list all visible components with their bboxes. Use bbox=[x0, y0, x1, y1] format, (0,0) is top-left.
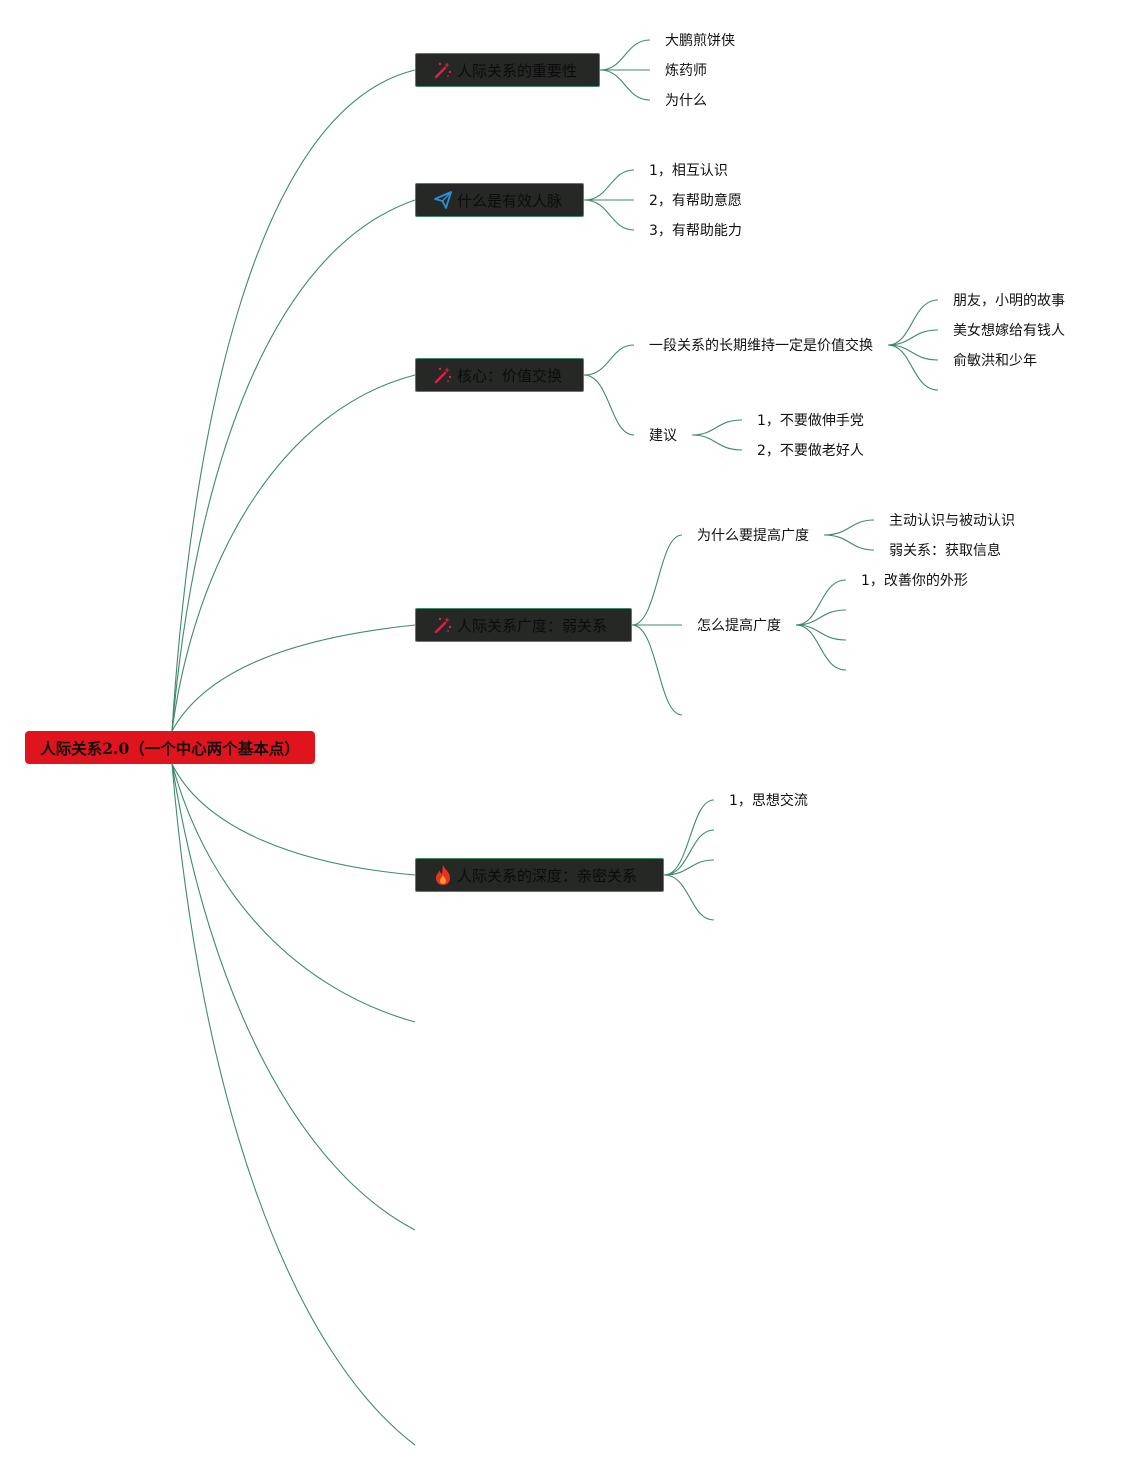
leaf-item[interactable]: 为什么 bbox=[665, 93, 707, 109]
leaf-item[interactable]: 2，不要做老好人 bbox=[757, 443, 864, 459]
magic-wand-icon bbox=[432, 614, 454, 636]
leaf-item[interactable]: 炼药师 bbox=[665, 63, 707, 79]
leaf-item[interactable]: 1，思想交流 bbox=[729, 793, 808, 809]
topic-label: 人际关系广度：弱关系 bbox=[457, 616, 608, 635]
leaf-item[interactable]: 1，不要做伸手党 bbox=[757, 413, 864, 429]
topic-label: 人际关系的重要性 bbox=[457, 61, 578, 80]
leaf-item[interactable]: 3，有帮助能力 bbox=[649, 223, 742, 239]
topic-label: 核心：价值交换 bbox=[457, 366, 563, 385]
root-topic-label: 人际关系2.0（一个中心两个基本点） bbox=[40, 738, 300, 758]
magic-wand-icon bbox=[432, 364, 454, 386]
magic-wand-icon bbox=[432, 59, 454, 81]
topic-core-value-exchange[interactable]: 核心：价值交换 bbox=[415, 358, 584, 392]
leaf-item[interactable]: 美女想嫁给有钱人 bbox=[953, 323, 1065, 339]
root-topic[interactable]: 人际关系2.0（一个中心两个基本点） bbox=[25, 731, 315, 764]
subtopic-how-breadth[interactable]: 怎么提高广度 bbox=[697, 618, 781, 634]
leaf-item[interactable]: 1，相互认识 bbox=[649, 163, 728, 179]
leaf-item[interactable]: 1，改善你的外形 bbox=[861, 573, 968, 589]
leaf-item[interactable]: 主动认识与被动认识 bbox=[889, 513, 1015, 529]
topic-importance[interactable]: 人际关系的重要性 bbox=[415, 53, 600, 87]
topic-label: 人际关系的深度：亲密关系 bbox=[457, 866, 638, 885]
leaf-item[interactable]: 朋友，小明的故事 bbox=[953, 293, 1065, 309]
topic-effective-network[interactable]: 什么是有效人脉 bbox=[415, 183, 584, 217]
subtopic-suggestion[interactable]: 建议 bbox=[649, 428, 677, 444]
leaf-item[interactable]: 俞敏洪和少年 bbox=[953, 353, 1037, 369]
leaf-item[interactable]: 大鹏煎饼侠 bbox=[665, 33, 735, 49]
subtopic-value-exchange[interactable]: 一段关系的长期维持一定是价值交换 bbox=[649, 338, 873, 354]
leaf-item[interactable]: 2，有帮助意愿 bbox=[649, 193, 742, 209]
paper-plane-icon bbox=[432, 189, 454, 211]
topic-depth-intimate[interactable]: 人际关系的深度：亲密关系 bbox=[415, 858, 664, 892]
subtopic-why-breadth[interactable]: 为什么要提高广度 bbox=[697, 528, 809, 544]
topic-label: 什么是有效人脉 bbox=[457, 191, 563, 210]
fire-icon bbox=[432, 864, 454, 886]
topic-breadth-weak-ties[interactable]: 人际关系广度：弱关系 bbox=[415, 608, 632, 642]
leaf-item[interactable]: 弱关系：获取信息 bbox=[889, 543, 1001, 559]
